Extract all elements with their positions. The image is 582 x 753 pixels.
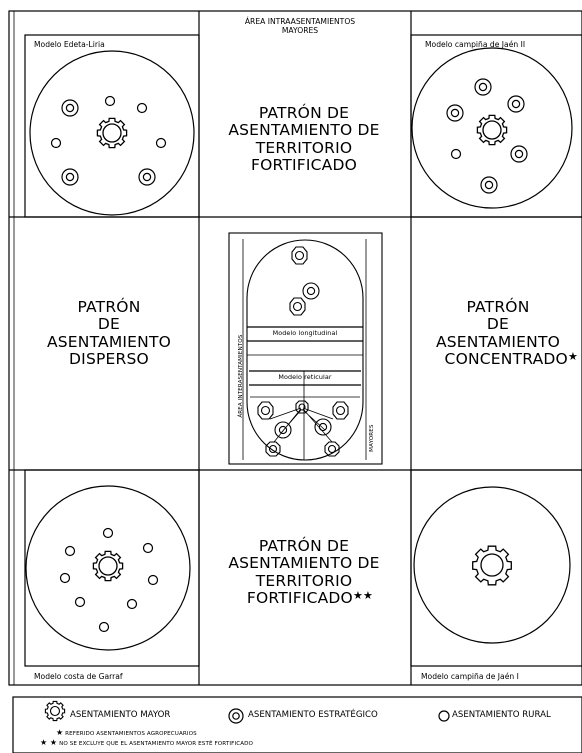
model-box-bottom-right xyxy=(410,469,582,667)
legend-major-label: ASENTAMIENTO MAYOR xyxy=(70,710,171,720)
territory-circle xyxy=(411,47,573,209)
pattern-line: FORTIFICADO★★ xyxy=(209,589,399,608)
territory-circle xyxy=(413,486,571,644)
pattern-line: TERRITORIO xyxy=(255,571,353,590)
pattern-line: ASENTAMIENTO DE xyxy=(228,554,380,573)
legend-strategic-label: ASENTAMIENTO ESTRATÉGICO xyxy=(248,710,378,720)
major-settlement-icon xyxy=(92,550,124,582)
major-settlement-icon xyxy=(291,246,308,265)
major-settlement-icon xyxy=(289,297,306,316)
pattern-line: DE xyxy=(486,315,510,334)
pattern-line: TERRITORIO xyxy=(255,138,353,157)
star-mark-icon: ★★ xyxy=(352,589,374,603)
side-label-mayores: MAYORES xyxy=(368,424,375,452)
strategic-settlement-icon xyxy=(228,708,244,724)
label-reticular: Modelo reticular xyxy=(278,373,332,381)
legend-note-text: REFERIDO ASENTAMIENTOS AGROPECUARIOS xyxy=(65,731,197,737)
star-mark-icon: ★ xyxy=(567,350,578,364)
pattern-line: PATRÓN DE xyxy=(258,537,350,555)
pattern-line: ASENTAMIENTO xyxy=(46,332,172,351)
pattern-word: CONCENTRADO xyxy=(444,350,568,369)
central-diagram-box xyxy=(228,232,383,465)
territory-circle xyxy=(29,50,195,216)
pattern-line: DE xyxy=(97,315,121,334)
pattern-line: FORTIFICADO xyxy=(250,156,358,175)
legend-note-1: ★ REFERIDO ASENTAMIENTOS AGROPECUARIOS xyxy=(56,728,197,738)
territory-circle xyxy=(25,485,191,651)
major-settlement-icon xyxy=(472,545,512,586)
pattern-line: CONCENTRADO★ xyxy=(414,350,582,369)
legend-frame xyxy=(12,696,582,753)
pattern-fortified-top: PATRÓN DE ASENTAMIENTO DE TERRITORIO FOR… xyxy=(209,104,399,175)
model-box-bottom-left xyxy=(24,469,200,667)
settlement-oval xyxy=(246,239,364,461)
major-settlement-icon xyxy=(96,117,128,149)
rural-settlement-icon xyxy=(438,710,450,722)
model-box-top-right xyxy=(410,34,582,218)
pattern-word: FORTIFICADO xyxy=(246,589,353,608)
legend-rural-label: ASENTAMIENTO RURAL xyxy=(452,710,551,720)
pattern-line: PATRÓN xyxy=(466,298,530,316)
major-settlement-icon xyxy=(476,114,508,146)
pattern-line: ASENTAMIENTO DE xyxy=(228,121,380,140)
pattern-line: DISPERSO xyxy=(69,350,149,369)
side-label-inter: ÁREA INTERASENTAMIENTOS xyxy=(237,334,244,418)
model-label-edeta-liria: Modelo Edeta-Liria xyxy=(34,40,105,49)
model-label-jaen-i: Modelo campiña de Jaén I xyxy=(421,672,519,681)
star-mark-icon: ★ ★ xyxy=(40,738,58,747)
diagram-frame xyxy=(8,10,582,686)
pattern-line: PATRÓN xyxy=(77,298,141,316)
pattern-line: ASENTAMIENTO xyxy=(435,332,561,351)
model-label-garraf: Modelo costa de Garraf xyxy=(34,672,123,681)
legend-note-2: ★ ★ NO SE EXCLUYE QUE EL ASENTAMIENTO MA… xyxy=(40,738,254,748)
model-box-top-left xyxy=(24,34,200,218)
header-line-2: MAYORES xyxy=(281,25,319,35)
star-mark-icon: ★ xyxy=(56,728,64,737)
pattern-concentrated: PATRÓN DE ASENTAMIENTO CONCENTRADO★ xyxy=(414,298,582,369)
label-longitudinal: Modelo longitudinal xyxy=(272,329,338,337)
pattern-dispersed: PATRÓN DE ASENTAMIENTO DISPERSO xyxy=(29,298,189,369)
pattern-line: PATRÓN DE xyxy=(258,104,350,122)
header-line-1: ÁREA INTRAASENTAMIENTOS xyxy=(244,17,356,26)
model-label-jaen-ii: Modelo campiña de Jaén II xyxy=(425,40,526,49)
legend-note-text: NO SE EXCLUYE QUE EL ASENTAMIENTO MAYOR … xyxy=(59,741,254,747)
pattern-fortified-bottom: PATRÓN DE ASENTAMIENTO DE TERRITORIO FOR… xyxy=(209,537,399,608)
header-label: ÁREA INTRAASENTAMIENTOS MAYORES xyxy=(240,17,360,35)
major-settlement-icon xyxy=(44,700,66,722)
